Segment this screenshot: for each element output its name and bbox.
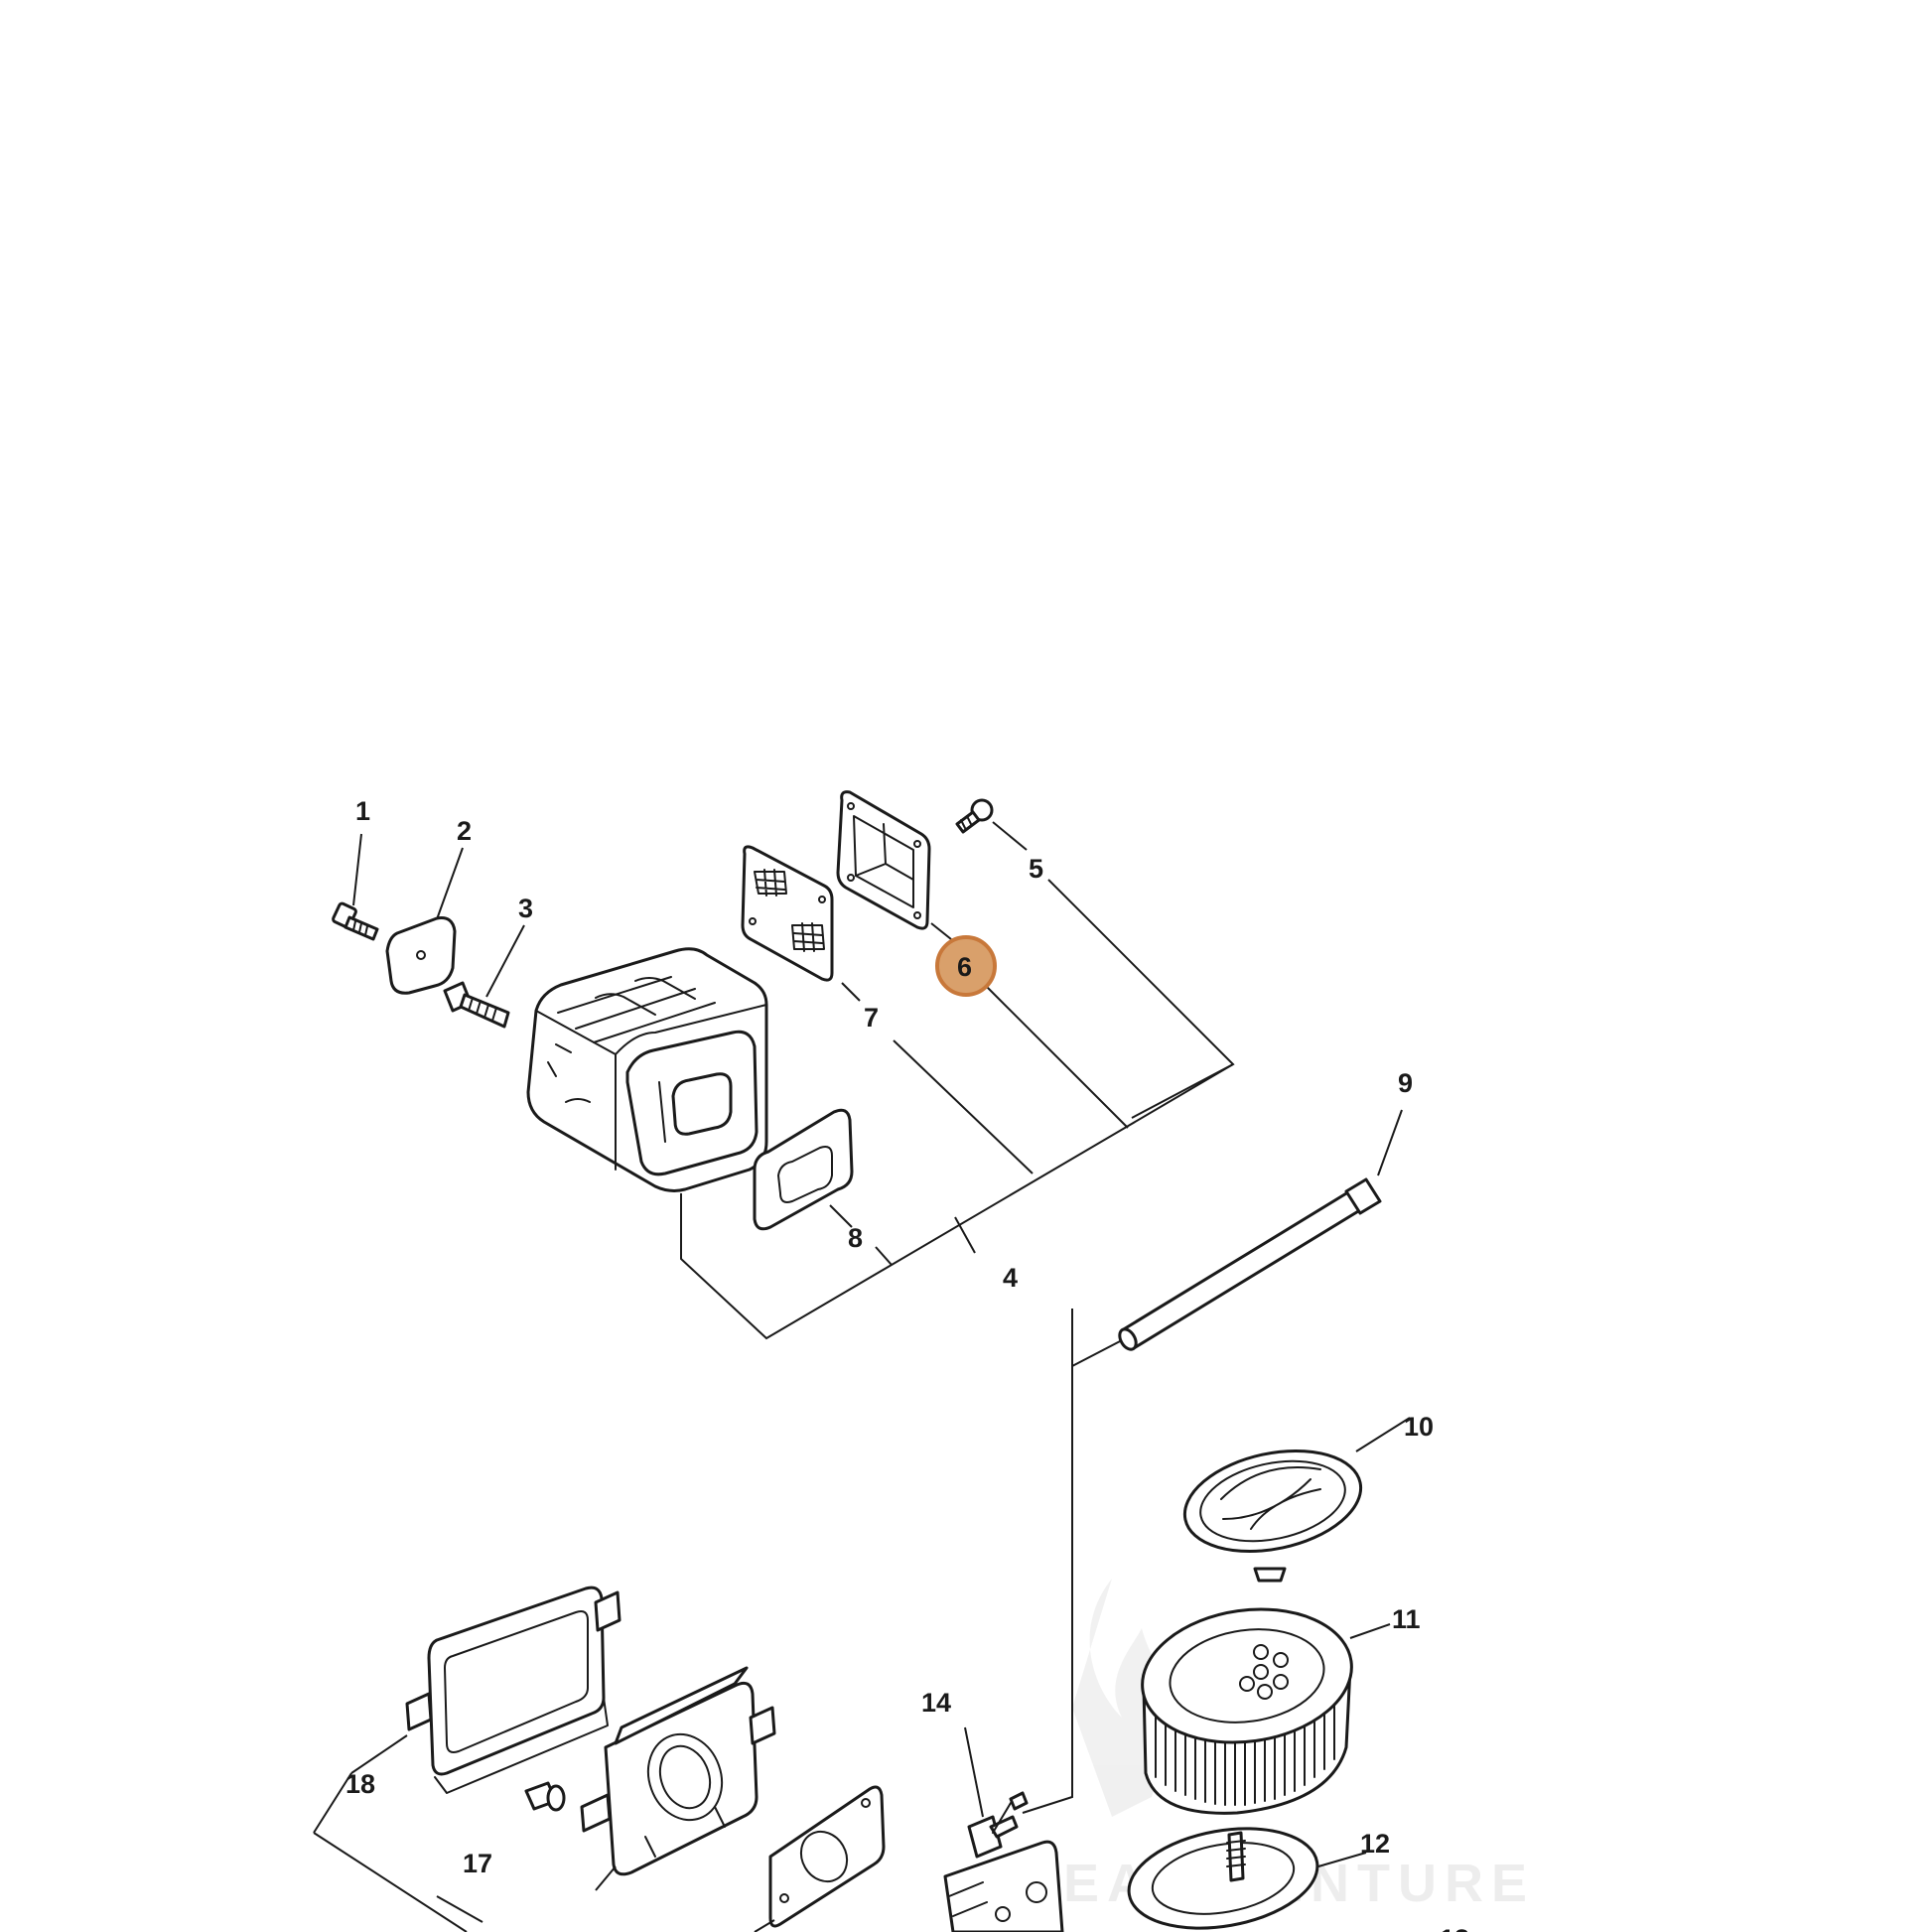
- callout-5[interactable]: 5: [1029, 854, 1043, 884]
- callout-2[interactable]: 2: [457, 816, 472, 846]
- callout-8[interactable]: 8: [848, 1223, 863, 1253]
- callout-9[interactable]: 9: [1398, 1068, 1413, 1098]
- highlight-marker: [935, 935, 997, 997]
- callout-12[interactable]: 12: [1360, 1829, 1390, 1859]
- callout-6-highlight[interactable]: 6: [935, 935, 997, 997]
- callout-7[interactable]: 7: [864, 1003, 879, 1033]
- part-intake-gasket[interactable]: [768, 1785, 886, 1928]
- part-7-screen[interactable]: [741, 845, 834, 982]
- part-2-plate[interactable]: [385, 916, 457, 995]
- part-10-cover[interactable]: [1175, 1436, 1370, 1583]
- callout-3[interactable]: 3: [518, 894, 533, 923]
- callout-6[interactable]: 6: [957, 952, 972, 982]
- part-14-carburetor[interactable]: [943, 1791, 1064, 1932]
- callout-10[interactable]: 10: [1404, 1412, 1434, 1442]
- callout-18[interactable]: 18: [345, 1769, 375, 1799]
- part-3-bolt[interactable]: [443, 981, 510, 1029]
- part-17-fitting[interactable]: [524, 1781, 566, 1812]
- callout-17[interactable]: 17: [463, 1849, 492, 1878]
- part-4-muffler[interactable]: [526, 947, 768, 1192]
- part-8-gasket[interactable]: [753, 1108, 854, 1231]
- callout-1[interactable]: 1: [355, 796, 370, 826]
- part-5-screw[interactable]: [955, 798, 994, 834]
- part-11-air-filter[interactable]: [1134, 1596, 1360, 1815]
- part-12-base[interactable]: [1121, 1815, 1325, 1932]
- part-18-gasket[interactable]: [405, 1586, 621, 1794]
- part-1-screw[interactable]: [332, 901, 379, 941]
- callout-13[interactable]: 13: [1440, 1924, 1469, 1932]
- part-6-gasket[interactable]: [836, 790, 931, 930]
- part-intake-manifold[interactable]: [580, 1666, 776, 1876]
- callout-14[interactable]: 14: [921, 1688, 951, 1718]
- leader-lines: [313, 821, 1411, 1932]
- callout-11[interactable]: 11: [1392, 1604, 1421, 1634]
- callout-4[interactable]: 4: [1003, 1263, 1018, 1293]
- callout-labels: 1 2 3 4 5 6 7 8 9 10 11 12 13 14 17 18: [345, 796, 1469, 1932]
- part-9-tube[interactable]: [1116, 1177, 1382, 1352]
